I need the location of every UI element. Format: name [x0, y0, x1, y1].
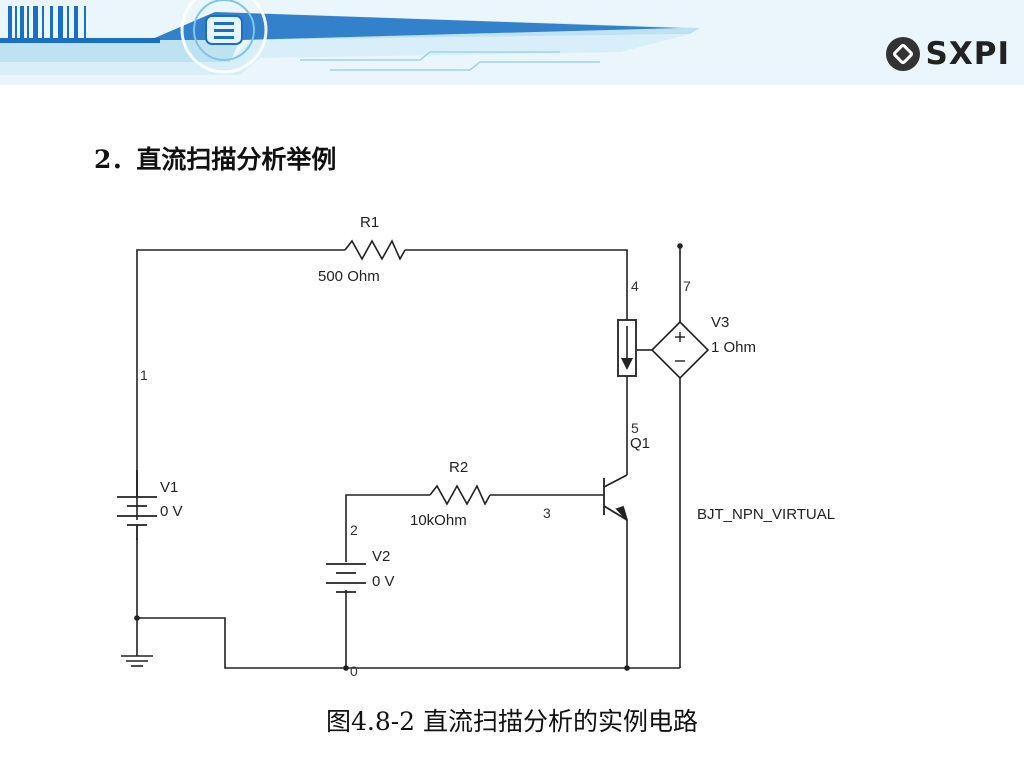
sxpi-emblem-icon — [885, 37, 920, 71]
node-0-label: 0 — [350, 663, 358, 679]
q1-model-label: BJT_NPN_VIRTUAL — [697, 506, 835, 523]
r2-value-label: 10kOhm — [410, 512, 467, 529]
v3-name-label: V3 — [711, 314, 729, 331]
v3-value-label: 1 Ohm — [711, 339, 756, 356]
r1-resistor — [344, 239, 406, 261]
v2-name-label: V2 — [372, 548, 390, 565]
current-probe — [617, 319, 637, 377]
r1-value-label: 500 Ohm — [318, 268, 380, 285]
q1-transistor — [603, 474, 628, 521]
wires — [136, 248, 681, 669]
v1-battery — [117, 470, 157, 540]
r2-name-label: R2 — [449, 459, 468, 476]
q1-name-label: Q1 — [630, 435, 650, 452]
v2-battery — [326, 563, 366, 593]
node-4-label: 4 — [631, 278, 639, 294]
header-banner — [0, 0, 1024, 85]
figure-caption: 图4.8-2 直流扫描分析的实例电路 — [325, 707, 699, 736]
v2-value-label: 0 V — [372, 573, 395, 590]
section-heading: 2．直流扫描分析举例 — [94, 145, 337, 174]
logo-text: SXPI — [925, 36, 1010, 72]
node-3-label: 3 — [543, 505, 551, 521]
ground-symbol — [121, 652, 153, 667]
r2-resistor — [429, 484, 491, 506]
junction-dots — [134, 243, 683, 671]
barcode-decoration — [8, 6, 86, 38]
v3-dependent-source — [650, 320, 710, 380]
node-2-label: 2 — [350, 522, 358, 538]
node-7-label: 7 — [683, 278, 691, 294]
node-5-label: 5 — [631, 420, 639, 436]
v1-name-label: V1 — [160, 479, 178, 496]
node-1-label: 1 — [140, 367, 148, 383]
v1-value-label: 0 V — [160, 503, 183, 520]
sxpi-logo: SXPI — [885, 36, 1010, 72]
r1-name-label: R1 — [360, 214, 379, 231]
